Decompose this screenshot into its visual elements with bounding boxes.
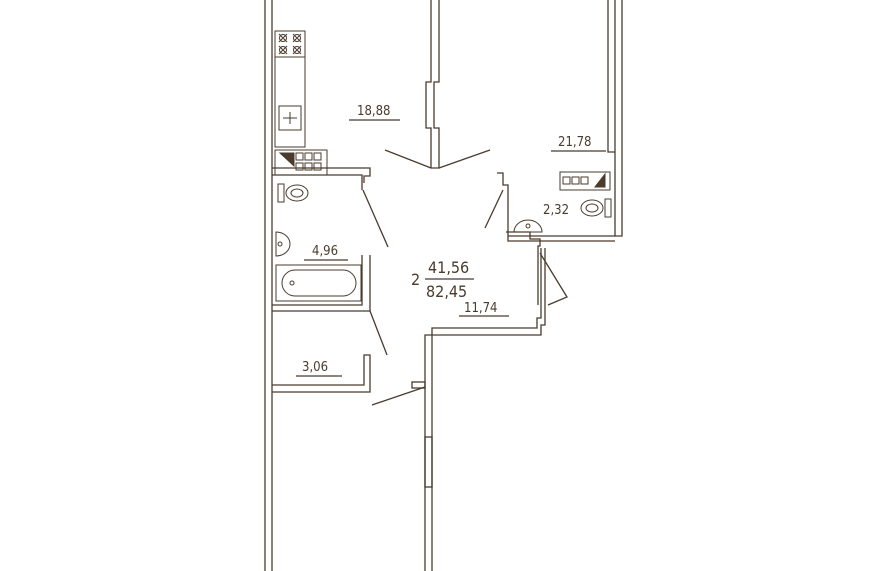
total-area: 82,45 bbox=[426, 282, 467, 301]
wc-wall-inner bbox=[506, 231, 541, 305]
bathroom-area: 4,96 bbox=[312, 244, 338, 259]
bedroom-right-wall bbox=[607, 0, 615, 153]
bathroom-right-wall-inner bbox=[272, 255, 371, 312]
bedroom-right-wall-outer bbox=[614, 0, 623, 237]
bedroom-area: 21,78 bbox=[558, 135, 591, 150]
washbasin-icon bbox=[275, 231, 291, 257]
wc-radiator-icon bbox=[562, 176, 589, 185]
kitchen-corner-icon bbox=[278, 152, 295, 168]
lower-window bbox=[424, 436, 433, 488]
wc-toilet-icon bbox=[580, 199, 604, 217]
hall-right-wall bbox=[424, 248, 546, 571]
wc-corner-icon bbox=[593, 172, 606, 188]
radiator-icon bbox=[295, 152, 322, 171]
wc-swing-door bbox=[539, 252, 568, 306]
living-area: 41,56 bbox=[428, 258, 469, 277]
storage-door bbox=[369, 310, 388, 356]
kitchen-bottom-wall-inner bbox=[272, 174, 363, 190]
sink-icon bbox=[278, 105, 302, 131]
kitchen-door-left bbox=[384, 149, 432, 169]
wc-area: 2,32 bbox=[543, 203, 569, 218]
hall-right-wall-inner bbox=[431, 248, 542, 571]
toilet-tank bbox=[277, 183, 285, 203]
lower-door bbox=[371, 386, 426, 406]
kitchen-radiator bbox=[274, 149, 328, 176]
kitchen-counter bbox=[274, 56, 306, 148]
wc-toilet-tank bbox=[604, 198, 612, 218]
stove-burner-icon bbox=[278, 33, 302, 55]
sink-faucet-icon bbox=[283, 112, 297, 124]
toilet-icon-inner bbox=[290, 188, 304, 198]
storage-area: 3,06 bbox=[302, 360, 328, 375]
bathtub-drain-icon bbox=[289, 280, 295, 286]
kitchen-bedroom-partition bbox=[425, 0, 440, 169]
wc-washbasin-icon bbox=[513, 219, 543, 233]
hall-area: 11,74 bbox=[464, 301, 497, 316]
wc-washbasin-drain-icon bbox=[525, 223, 531, 229]
kitchen-area: 18,88 bbox=[357, 104, 390, 119]
lower-door-stop bbox=[411, 381, 426, 389]
bathtub-inner-icon bbox=[281, 269, 357, 297]
rooms-count: 2 bbox=[411, 270, 420, 289]
wc-radiator bbox=[559, 171, 611, 191]
kitchen-bottom-wall bbox=[272, 167, 371, 183]
wc-toilet-icon-inner bbox=[585, 203, 599, 213]
toilet-icon bbox=[285, 184, 309, 202]
bathroom-right-wall bbox=[272, 255, 363, 306]
washbasin-drain-icon bbox=[277, 241, 283, 247]
wc-door bbox=[484, 189, 504, 229]
bathtub bbox=[275, 264, 362, 302]
wc-wall bbox=[497, 172, 615, 242]
bath-door bbox=[362, 189, 389, 248]
kitchen-door-right bbox=[438, 149, 491, 169]
storage-wall bbox=[272, 354, 371, 393]
